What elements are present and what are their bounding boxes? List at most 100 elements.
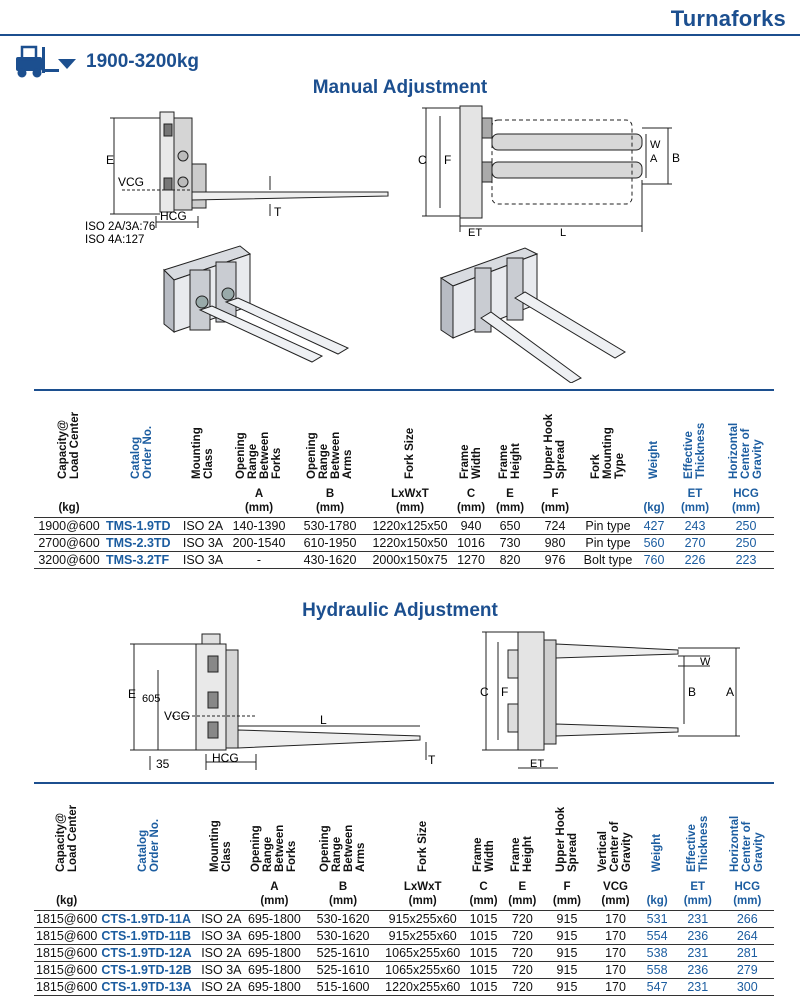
table-cell: 820	[490, 550, 530, 569]
table-cell: 1065x255x60	[380, 943, 465, 961]
manual-unit-cell: HCG (mm)	[731, 487, 761, 514]
table-cell: 980	[530, 533, 580, 551]
hydraulic-label-605: 605	[142, 693, 160, 705]
hydraulic-unit-cell: HCG (mm)	[733, 880, 762, 907]
table-cell: 695-1800	[243, 926, 306, 944]
manual-label-b: B	[672, 151, 680, 165]
table-cell: 1270	[452, 550, 490, 569]
hydraulic-header-hook-spread: Upper Hook Spread	[554, 806, 579, 872]
table-cell: ISO 2A	[199, 943, 244, 961]
manual-label-c: C	[418, 153, 427, 167]
table-cell: 530-1620	[305, 909, 381, 927]
manual-iso-note-2: ISO 4A:127	[85, 234, 144, 246]
manual-label-vcg: VCG	[118, 175, 144, 189]
hydraulic-label-et: ET	[530, 758, 544, 770]
table-cell: 915	[542, 960, 592, 978]
table-cell: 560	[636, 533, 672, 551]
table-cell: 760	[636, 550, 672, 569]
hydraulic-side-view-drawing: E 605 VCG L HCG T 35	[128, 633, 436, 771]
manual-top-view-drawing: C F W A B ET L	[418, 105, 680, 239]
hydraulic-label-b: B	[688, 685, 696, 699]
table-cell: 695-1800	[243, 977, 306, 995]
table-cell: ISO 3A	[180, 550, 226, 569]
hydraulic-header-effective-thickness: Effective Thickness	[685, 815, 710, 872]
table-cell: ISO 2A	[199, 977, 244, 995]
manual-label-w: W	[650, 139, 661, 151]
table-cell: 610-1950	[292, 533, 368, 551]
hydraulic-header-opening-arms: Opening Range Between Arms	[319, 824, 368, 872]
table-cell: Pin type	[580, 533, 636, 551]
hydraulic-unit-row: (kg) A (mm) B (mm) LxWxT (mm) C (mm) E (…	[34, 876, 774, 910]
manual-unit-cell: F (mm)	[540, 487, 570, 514]
manual-label-hcg: HCG	[160, 209, 187, 223]
hydraulic-label-hcg: HCG	[212, 751, 239, 765]
manual-header-weight: Weight	[648, 440, 660, 479]
table-cell: CTS-1.9TD-11A	[99, 909, 200, 927]
hydraulic-title: Hydraulic Adjustment	[302, 600, 498, 621]
manual-header-hook-spread: Upper Hook Spread	[543, 413, 567, 479]
table-cell: 1815@600	[34, 926, 100, 944]
hydraulic-header-hcg: Horizontal Center of Gravity	[729, 815, 766, 872]
table-cell: 266	[720, 909, 774, 927]
table-cell: 279	[720, 960, 774, 978]
hydraulic-table-top-rule	[34, 782, 774, 784]
table-cell: 1220x255x60	[380, 977, 465, 995]
table-cell: TMS-3.2TF	[104, 550, 180, 569]
table-cell: 430-1620	[292, 550, 368, 569]
manual-header-opening-arms: Opening Range Between Arms	[306, 431, 354, 479]
table-cell: 2700@600	[34, 533, 104, 551]
hydraulic-label-35: 35	[156, 757, 170, 771]
hydraulic-header-weight: Weight	[651, 833, 664, 872]
table-cell: 525-1610	[305, 943, 381, 961]
manual-unit-cell: (kg)	[58, 501, 80, 514]
table-cell: 525-1610	[305, 960, 381, 978]
table-cell: ISO 3A	[199, 926, 244, 944]
manual-3d-view-left	[163, 245, 350, 363]
table-cell: 915	[542, 909, 592, 927]
hydraulic-header-row: Capacity@ Load Center Catalog Order No. …	[34, 784, 774, 876]
table-cell: 531	[639, 909, 675, 927]
table-cell: 270	[672, 533, 718, 551]
table-cell: ISO 2A	[180, 516, 226, 534]
hydraulic-header-capacity: Capacity@ Load Center	[54, 804, 79, 872]
table-cell: CTS-1.9TD-12B	[99, 960, 200, 978]
table-cell: 231	[674, 909, 721, 927]
hydraulic-header-opening-forks: Opening Range Between Forks	[250, 824, 299, 872]
table-cell: 1015	[464, 943, 503, 961]
hydraulic-top-view-drawing: C F W B A ET	[480, 631, 740, 770]
hydraulic-unit-cell: E (mm)	[508, 880, 537, 907]
table-cell: 538	[639, 943, 675, 961]
table-cell: 281	[720, 943, 774, 961]
table-cell: 695-1800	[243, 909, 306, 927]
manual-header-fork-mounting: Fork Mounting Type	[590, 427, 626, 479]
hydraulic-header-fork-size: Fork Size	[416, 820, 429, 872]
manual-header-hcg: Horizontal Center of Gravity	[728, 422, 764, 479]
table-cell: 915	[542, 926, 592, 944]
manual-unit-cell: (kg)	[643, 501, 665, 514]
forklift-icon	[16, 45, 76, 78]
hydraulic-unit-cell: C (mm)	[469, 880, 498, 907]
hydraulic-label-c: C	[480, 685, 489, 699]
manual-header-frame-height: Frame Height	[498, 443, 522, 479]
hydraulic-header-frame-width: Frame Width	[471, 837, 496, 872]
manual-header-row: Capacity@ Load Center Catalog Order No. …	[34, 391, 774, 483]
hydraulic-unit-cell	[199, 876, 243, 910]
table-cell: 720	[502, 943, 543, 961]
table-cell: ISO 3A	[180, 533, 226, 551]
table-cell: 720	[502, 977, 543, 995]
table-cell: 554	[639, 926, 675, 944]
table-cell: 250	[718, 516, 774, 534]
table-cell: 170	[591, 977, 640, 995]
manual-label-a: A	[650, 153, 658, 165]
hydraulic-unit-cell: A (mm)	[260, 880, 289, 907]
table-cell: 170	[591, 943, 640, 961]
table-cell: 720	[502, 926, 543, 944]
table-cell: 530-1780	[292, 516, 368, 534]
hydraulic-label-a: A	[726, 685, 734, 699]
table-cell: 300	[720, 977, 774, 995]
